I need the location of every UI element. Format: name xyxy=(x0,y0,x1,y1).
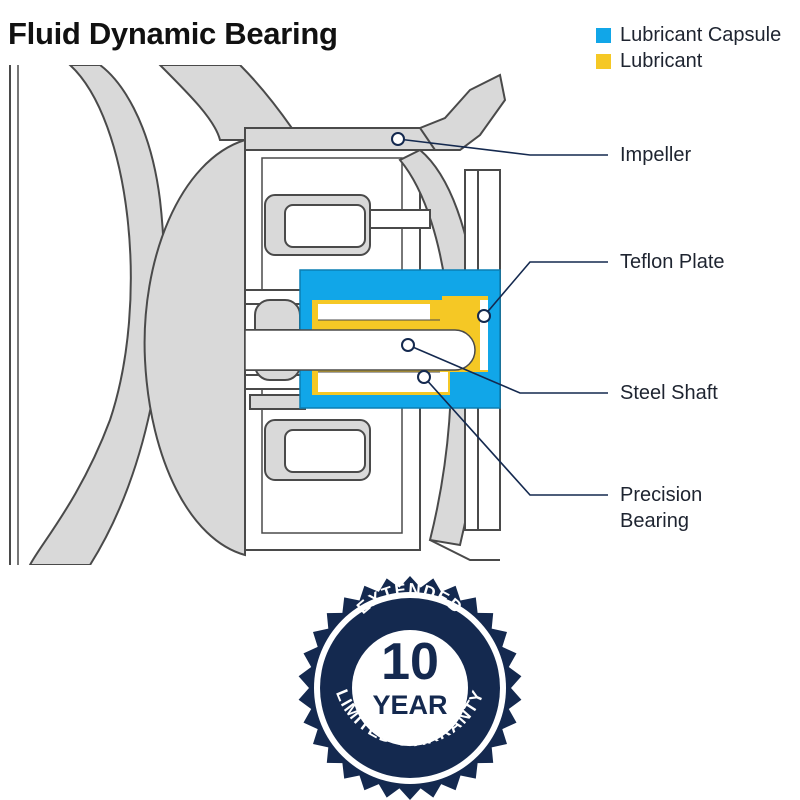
warranty-seal: EXTENDED LIMITED WARRANTY xyxy=(298,576,522,800)
impeller-bar xyxy=(244,127,436,151)
callout-impeller: Impeller xyxy=(620,144,692,166)
legend-swatch xyxy=(596,27,611,43)
legend-item-lubricant: Lubricant xyxy=(596,48,781,74)
fan-blade-left xyxy=(28,65,166,565)
legend-label: Lubricant xyxy=(620,49,703,72)
callout-teflon-plate: Teflon Plate xyxy=(620,251,725,273)
precision-bearing xyxy=(318,304,430,320)
legend-item-lubricant-capsule: Lubricant Capsule xyxy=(596,22,781,48)
fan-hub-front xyxy=(143,138,246,557)
legend: Lubricant Capsule Lubricant xyxy=(596,22,781,74)
callout-precision-bearing: Precision Bearing xyxy=(620,484,703,532)
legend-label: Lubricant Capsule xyxy=(620,23,782,46)
steel-shaft xyxy=(244,329,476,371)
bearing-cutaway xyxy=(244,269,501,409)
callout-lines xyxy=(397,138,608,496)
badge-number: 10 xyxy=(381,633,439,691)
teflon-plate xyxy=(480,300,488,370)
fan-blade-right xyxy=(398,148,482,547)
badge-unit: YEAR xyxy=(372,690,448,720)
callout-dots xyxy=(391,132,491,384)
diagram-title: Fluid Dynamic Bearing xyxy=(8,16,338,51)
legend-swatch xyxy=(596,53,611,69)
callout-steel-shaft: Steel Shaft xyxy=(620,382,718,404)
